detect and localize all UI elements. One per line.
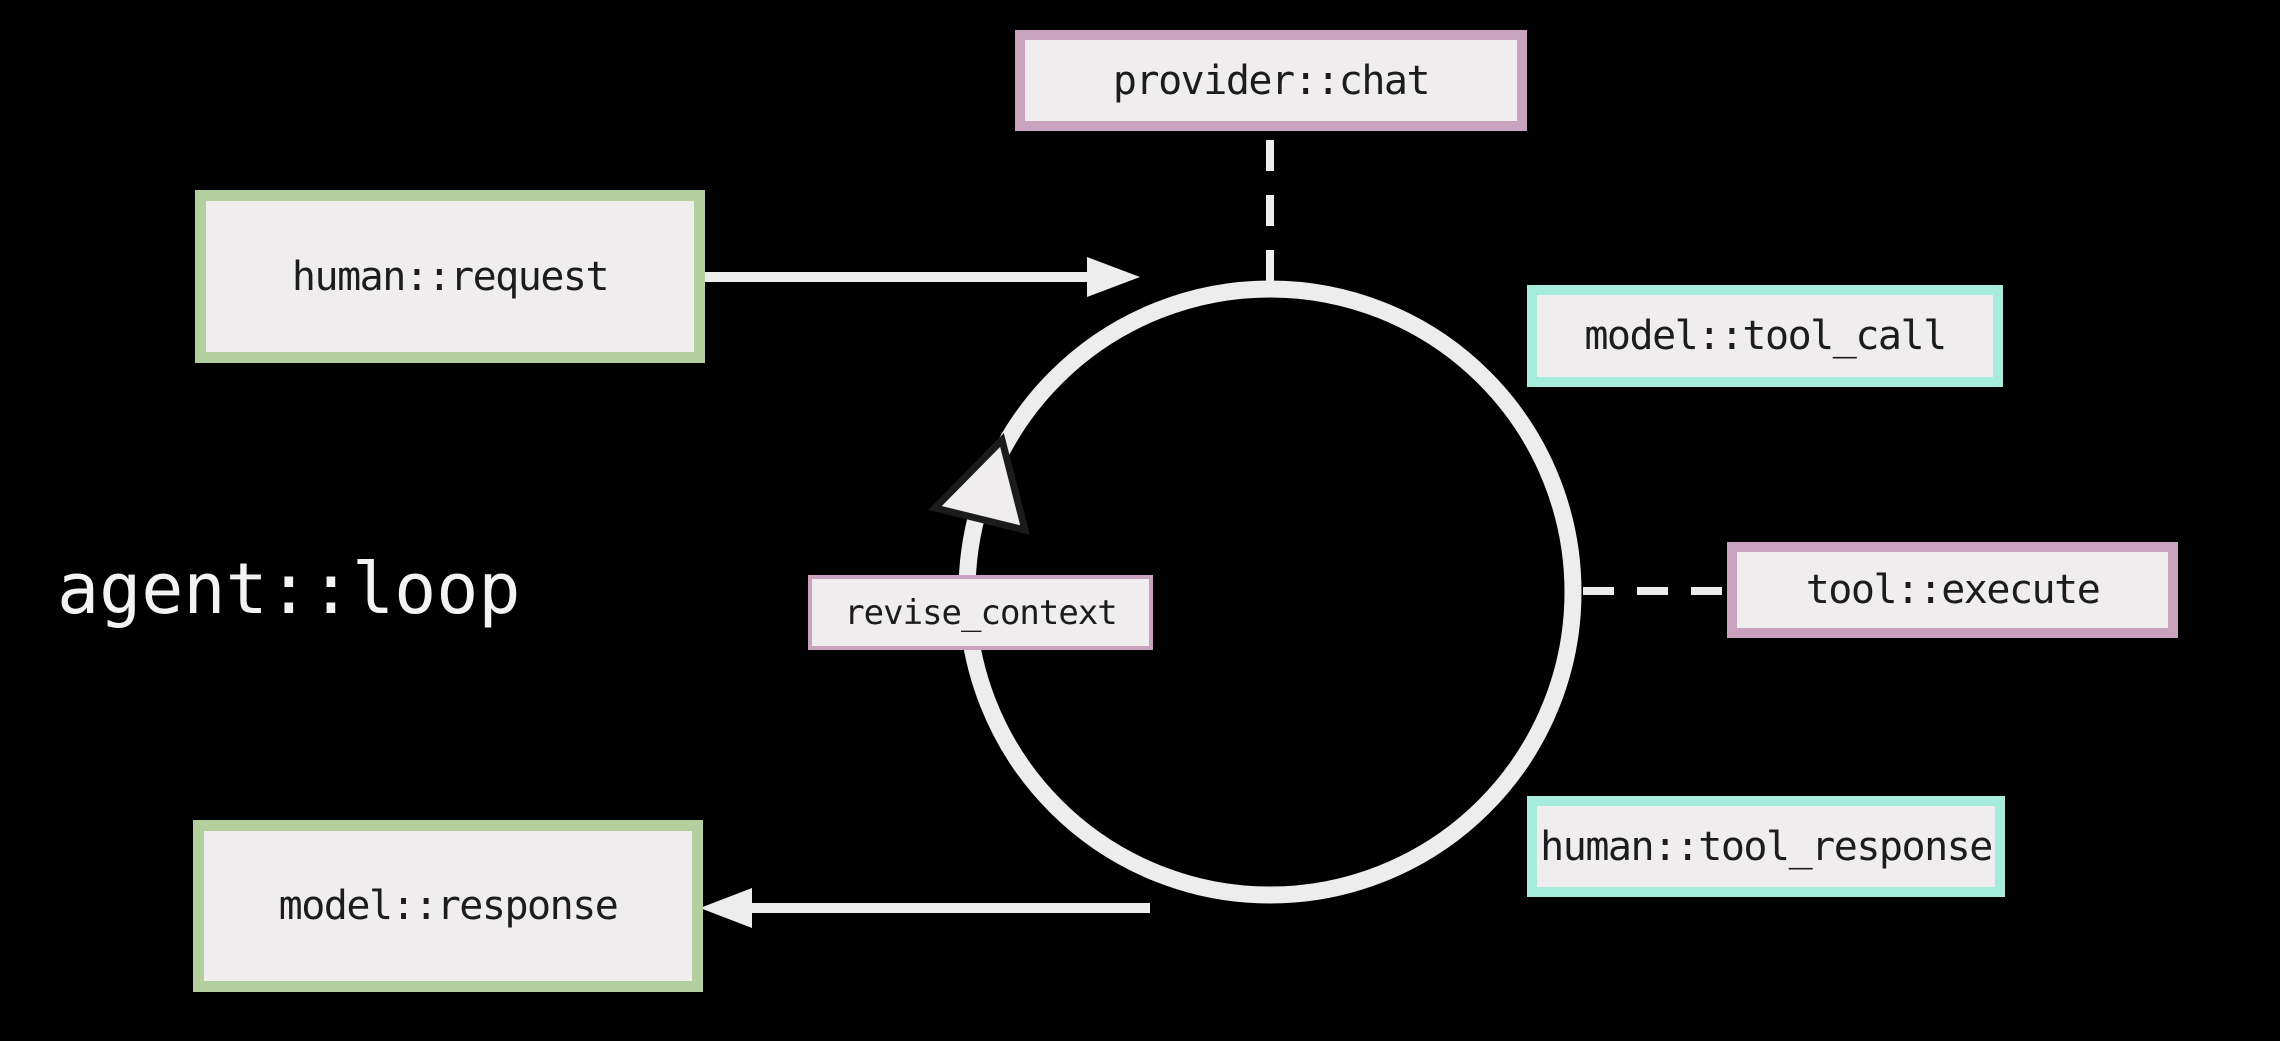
node-human-tool-response: human::tool_response (1527, 796, 2005, 897)
arrow-model-response-head (700, 888, 752, 928)
node-revise-context-label: revise_context (844, 592, 1118, 633)
node-provider-chat: provider::chat (1015, 30, 1527, 131)
node-tool-execute: tool::execute (1727, 542, 2178, 638)
loop-direction-arrowhead (928, 433, 1030, 535)
node-human-request-label: human::request (291, 253, 610, 300)
node-provider-chat-label: provider::chat (1112, 57, 1431, 104)
node-model-tool-call: model::tool_call (1527, 285, 2003, 387)
node-model-response-label: model::response (278, 883, 619, 929)
node-human-tool-response-label: human::tool_response (1540, 823, 1993, 870)
node-human-request: human::request (195, 190, 705, 363)
node-tool-execute-label: tool::execute (1805, 567, 2101, 613)
node-model-response: model::response (193, 820, 703, 992)
node-model-tool-call-label: model::tool_call (1584, 313, 1947, 359)
diagram-title: agent::loop (57, 548, 521, 630)
node-revise-context: revise_context (808, 575, 1153, 650)
arrow-human-request-head (1087, 257, 1140, 297)
